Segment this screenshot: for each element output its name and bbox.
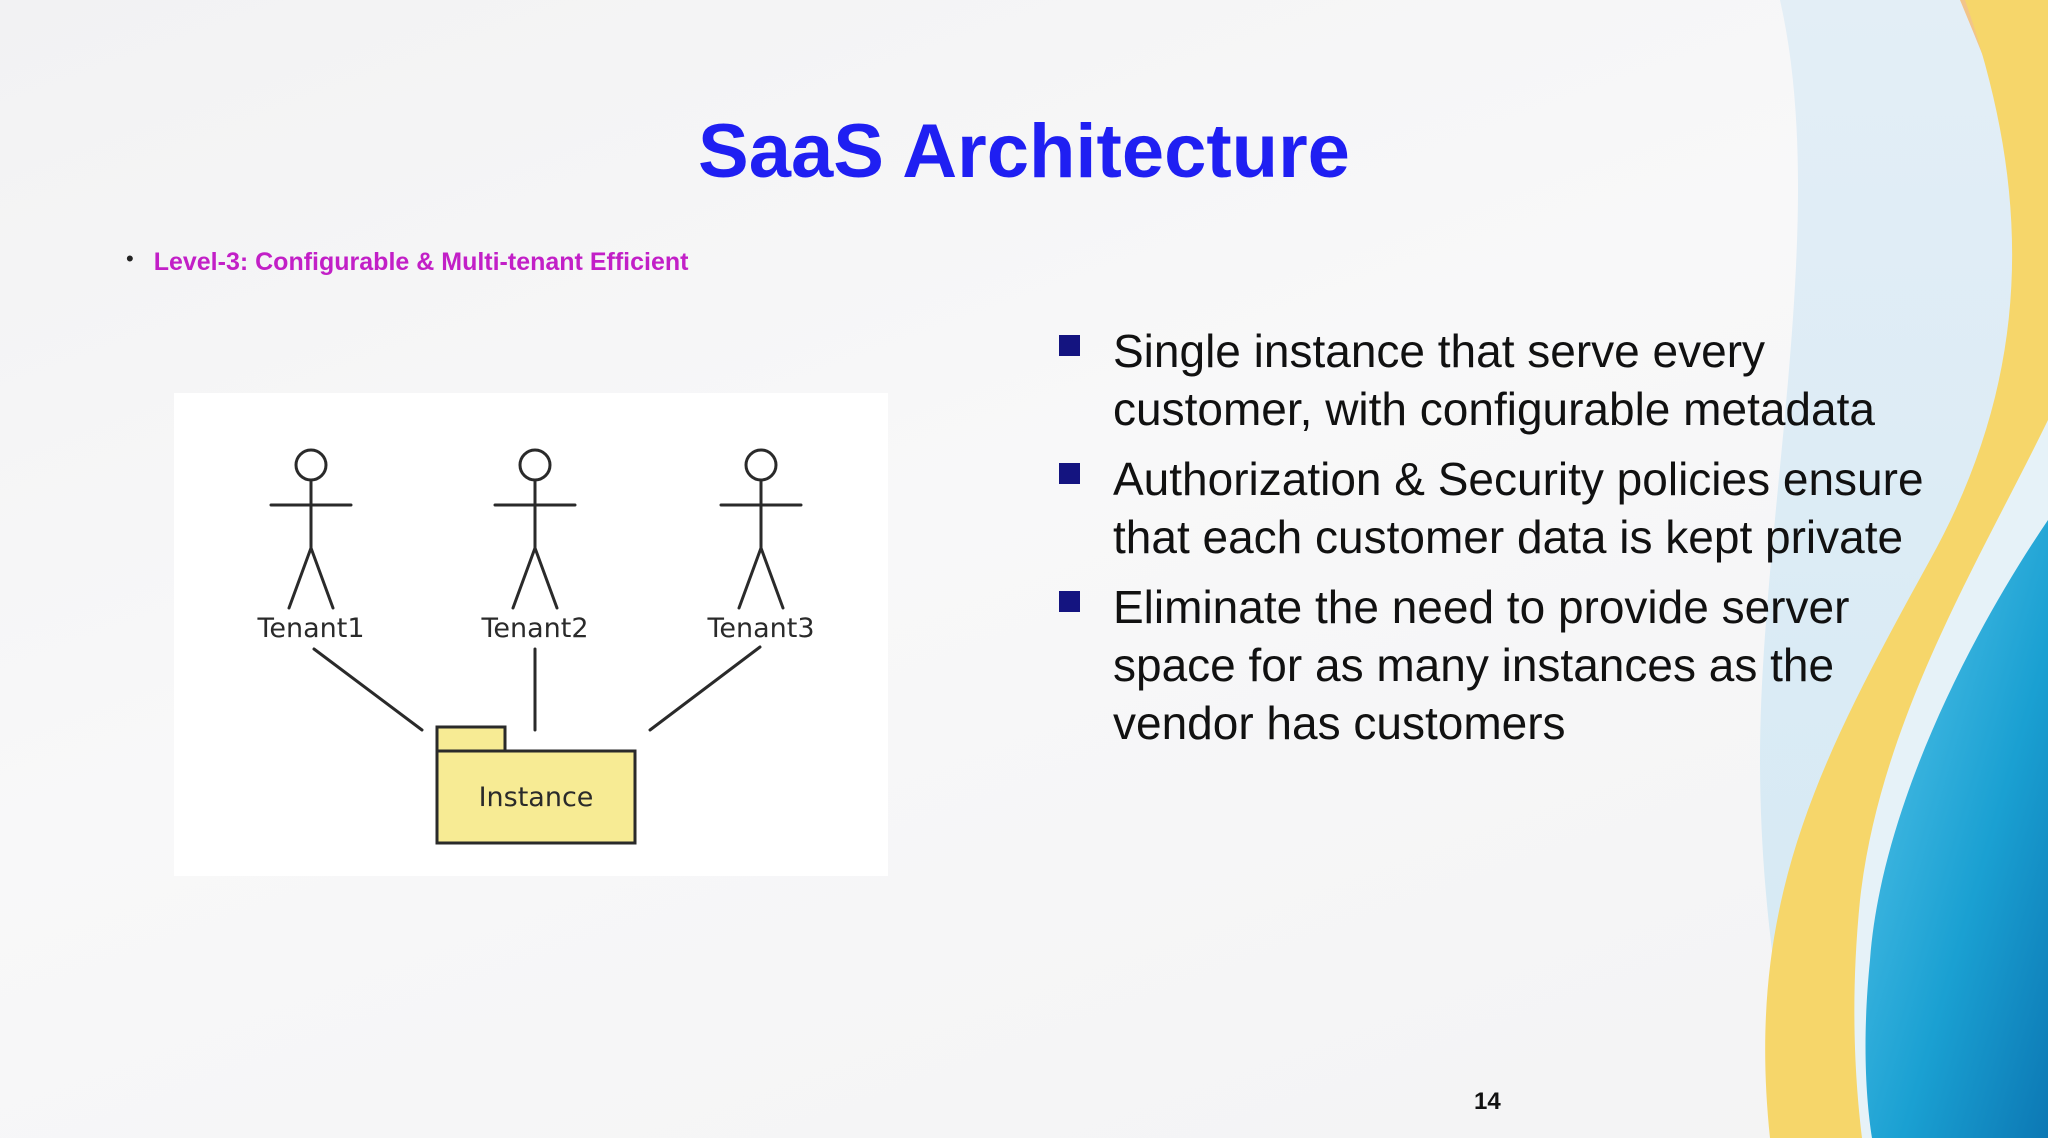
level-bullet: • Level-3: Configurable & Multi-tenant E…: [126, 245, 689, 277]
slide-title: SaaS Architecture: [698, 109, 1350, 194]
level-bullet-text: Level-3: Configurable & Multi-tenant Eff…: [153, 248, 689, 276]
tenant1-label: Tenant1: [256, 613, 364, 644]
tenant-diagram-svg: Tenant1 Tenant2 Tenant3 Instance: [256, 448, 815, 845]
tenant3-connector: [648, 645, 762, 732]
square-bullet-icon: [1059, 591, 1080, 612]
bullet-item: Authorization & Security policies ensure…: [1056, 450, 1956, 566]
instance-folder-icon: [435, 725, 637, 845]
tenant3-label: Tenant3: [706, 613, 814, 644]
tenant2-label: Tenant2: [480, 613, 588, 644]
tenant-diagram: Tenant1 Tenant2 Tenant3 Instance: [174, 393, 888, 876]
instance-label: Instance: [479, 782, 594, 813]
bullet-text: Single instance that serve every custome…: [1113, 325, 1875, 435]
bullet-text: Authorization & Security policies ensure…: [1113, 453, 1924, 563]
bullet-text: Eliminate the need to provide server spa…: [1113, 581, 1850, 749]
square-bullet-icon: [1059, 335, 1080, 356]
bullet-list: Single instance that serve every custome…: [1056, 322, 1956, 764]
tenant1-actor-icon: [269, 448, 353, 610]
tenant3-actor-icon: [719, 448, 803, 610]
bullet-item: Single instance that serve every custome…: [1056, 322, 1956, 438]
tenant2-actor-icon: [493, 448, 577, 610]
square-bullet-icon: [1059, 463, 1080, 484]
round-bullet-icon: •: [126, 245, 134, 271]
page-number: 14: [1474, 1088, 1501, 1115]
tenant1-connector: [312, 647, 424, 732]
blue-wave: [1865, 520, 2048, 1138]
bullet-item: Eliminate the need to provide server spa…: [1056, 578, 1956, 752]
yellow-wave: [1765, 0, 2048, 1138]
